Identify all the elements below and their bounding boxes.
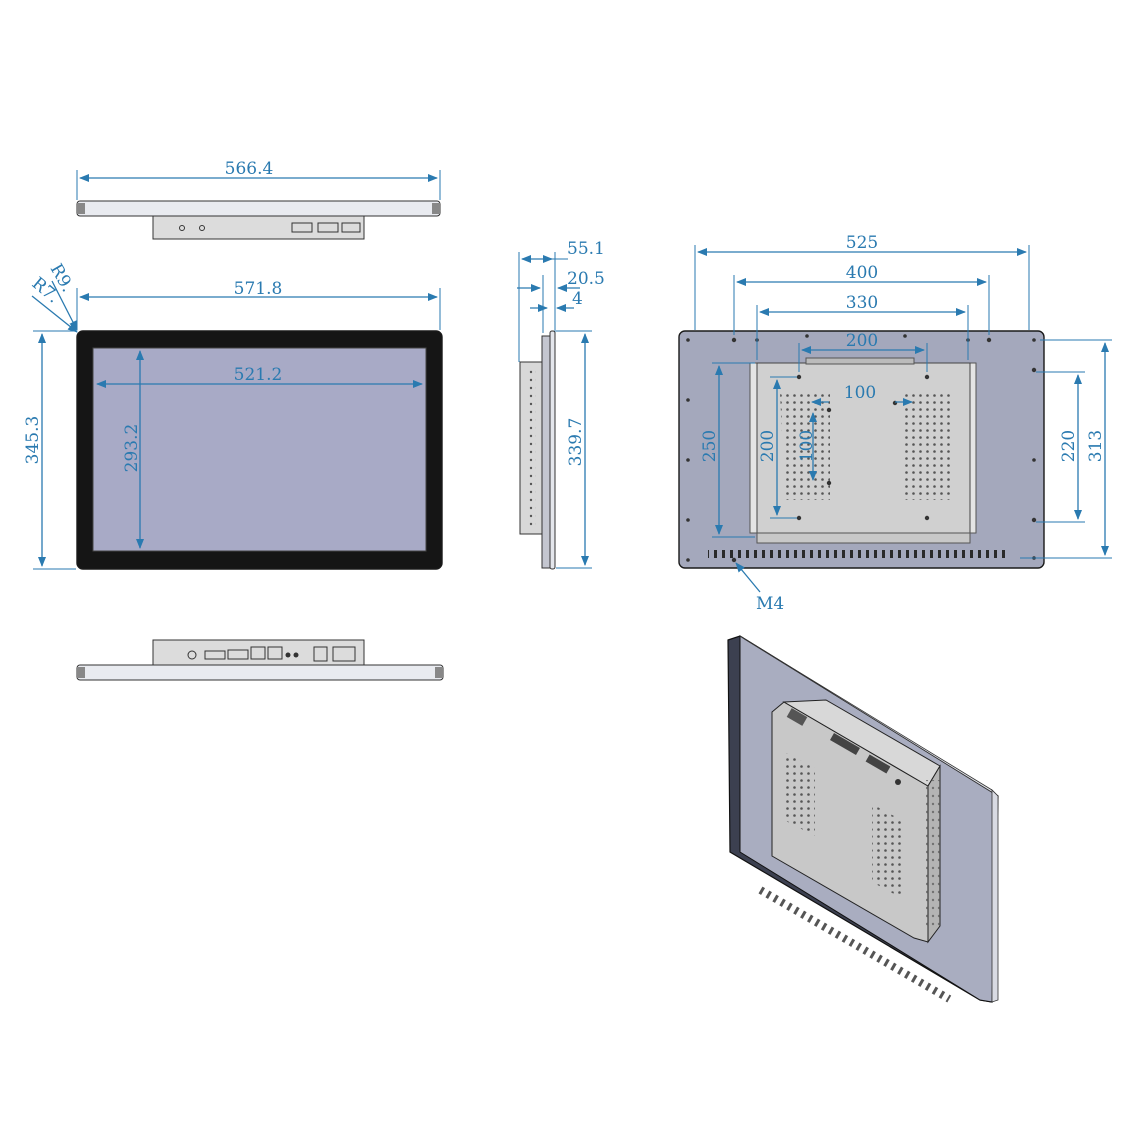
rear-height-200-dim-label: 200 <box>758 430 778 462</box>
bottom-view <box>76 639 444 681</box>
iso-panel-side-edge <box>991 789 999 1003</box>
mount-plate-bottom-edge <box>756 532 971 544</box>
top-view-endcap-left <box>77 203 85 214</box>
side-view-bezel <box>549 330 556 570</box>
usb-port-icon <box>267 646 283 660</box>
serial-port-icon <box>317 222 339 233</box>
rear-width-330-dim-label: 330 <box>846 293 878 313</box>
vent-holes-right <box>905 392 950 500</box>
power-jack-icon <box>187 650 197 660</box>
mount-plate-top-edge <box>805 357 915 365</box>
side-bezel-depth-dim-label: 20.5 <box>567 269 605 289</box>
m4-screw-label: M4 <box>756 594 784 614</box>
front-outer-height-dim-label: 345.3 <box>23 416 43 465</box>
side-panel-dim-label: 4 <box>572 289 583 309</box>
bottom-view-bezel <box>76 664 444 681</box>
rear-width-525-dim-label: 525 <box>846 233 878 253</box>
bottom-view-endcap-right <box>435 667 443 678</box>
screen-width-dim-label: 521.2 <box>234 365 283 385</box>
vent-holes-left <box>780 392 830 500</box>
side-height-dim-label: 339.7 <box>566 418 586 467</box>
rear-view: 525 400 330 200 100 250 200 100 220 <box>678 233 1112 614</box>
iso-connector-icon <box>786 708 808 726</box>
corner-radius-leader-outer <box>51 280 78 331</box>
audio-jack-icon <box>285 652 291 658</box>
serial-port-icon <box>291 222 313 233</box>
rear-height-313-dim-label: 313 <box>1086 430 1106 462</box>
rear-width-200-dim-label: 200 <box>846 331 878 351</box>
iso-vent-right <box>872 804 905 900</box>
port-icon <box>179 225 185 231</box>
screen-height-dim-label: 293.2 <box>122 424 142 473</box>
bottom-vents <box>708 549 1008 558</box>
iso-port-block-icon <box>865 754 891 774</box>
side-view: 55.1 20.5 4 339.7 <box>517 239 605 570</box>
side-vent-holes <box>528 368 536 528</box>
isometric-view <box>727 635 999 1003</box>
iso-power-jack-icon <box>895 779 901 785</box>
lan-port-icon <box>332 646 356 662</box>
bottom-view-rear-box <box>152 639 365 666</box>
lan-port-icon <box>313 646 328 662</box>
front-view: 571.8 521.2 293.2 345.3 R9. R7. <box>23 261 443 570</box>
serial-port-icon <box>341 222 361 233</box>
top-width-dim-label: 566.4 <box>225 159 274 179</box>
port-icon <box>204 650 226 660</box>
iso-port-block-icon <box>830 733 860 755</box>
rear-width-100-dim-label: 100 <box>844 383 876 403</box>
rear-screw-holes <box>686 334 1037 563</box>
rear-height-220-dim-label: 220 <box>1059 430 1079 462</box>
rear-width-400-dim-label: 400 <box>846 263 878 283</box>
rear-height-100-dim-label: 100 <box>797 430 817 462</box>
iso-vent-left <box>784 752 815 836</box>
top-view: 566.4 <box>76 159 441 240</box>
port-icon <box>199 225 205 231</box>
corner-radius-leader-inner <box>31 295 78 333</box>
side-total-depth-dim-label: 55.1 <box>567 239 605 259</box>
bottom-view-endcap-left <box>77 667 85 678</box>
audio-jack-icon <box>293 652 299 658</box>
top-view-bezel <box>76 200 441 217</box>
top-view-rear-box <box>152 215 365 240</box>
usb-port-icon <box>250 646 266 660</box>
iso-box-side-holes <box>926 780 940 930</box>
front-outer-width-dim-label: 571.8 <box>234 279 283 299</box>
vga-port-icon <box>227 649 249 660</box>
iso-bottom-vents <box>756 885 952 1003</box>
side-view-frame <box>541 335 551 569</box>
rear-height-250-dim-label: 250 <box>700 430 720 462</box>
top-view-endcap-right <box>432 203 440 214</box>
m4-leader-line <box>735 562 761 593</box>
